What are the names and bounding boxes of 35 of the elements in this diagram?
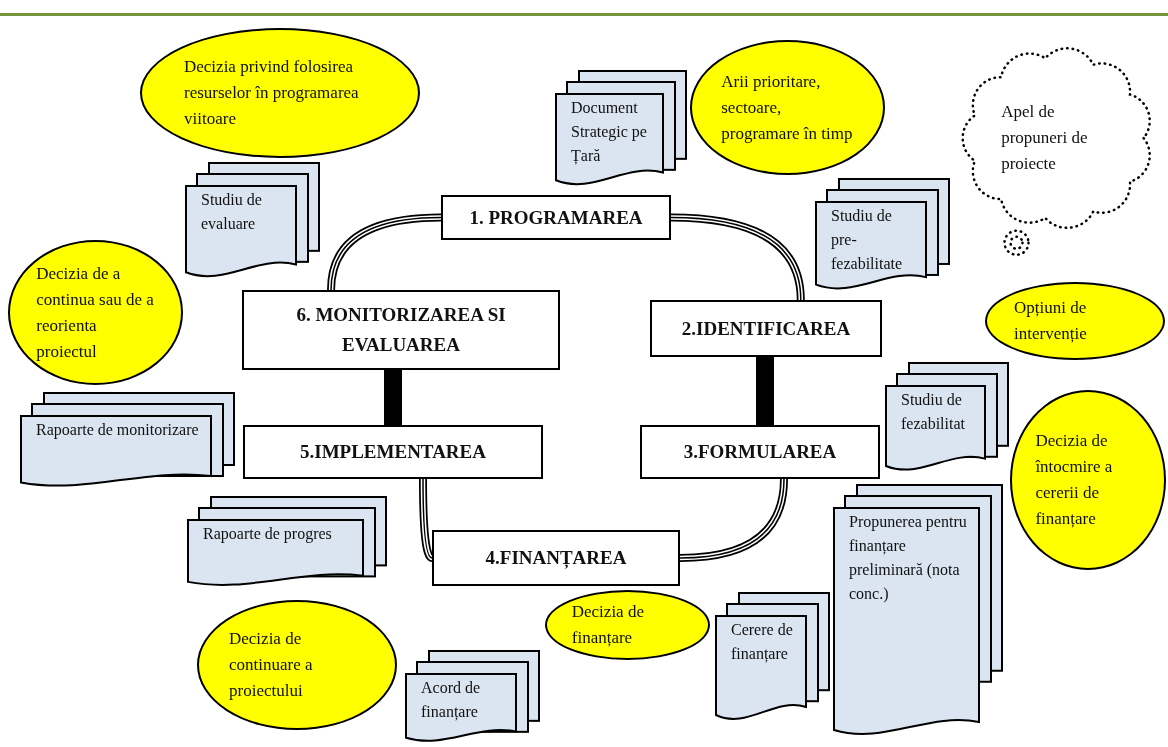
thick-connector (384, 370, 402, 425)
phase-box (432, 530, 680, 586)
phase-label: 3.FORMULAREA (682, 440, 838, 464)
triple-line-connector (419, 479, 435, 562)
note-text: Arii prioritare, sectoare, programare în timp (721, 70, 854, 145)
document-label: Rapoarte de monitorizare (36, 420, 200, 441)
note-text: Decizia de continuare a proiectului (229, 628, 314, 702)
phase-label: 5.IMPLEMENTAREA (299, 440, 487, 464)
phase-box (650, 300, 882, 357)
note-text: Decizia de a continua sau de a reorienta proiectul (36, 262, 155, 363)
note-text: Apel de propuneri de proiecte (1001, 101, 1089, 176)
phase-box (640, 425, 880, 479)
phase-box (242, 290, 560, 370)
phase-box (441, 195, 671, 240)
document-label: Studiu de fezabilitat (901, 390, 966, 434)
document-label: Acord de finanțare (421, 678, 482, 723)
document-label: Cerere de finanțare (731, 620, 794, 665)
note-text: Decizia de întocmire a cererii de finanțare (1035, 430, 1114, 530)
phase-label: 4.FINANȚAREA (484, 546, 628, 571)
thick-connector (756, 357, 774, 425)
note-text: Opțiuni de intervenție (1014, 297, 1088, 345)
document-label: Propunerea pentru finanțare preliminară (nota conc.) (849, 512, 968, 604)
note-text: Decizia de finanțare (571, 601, 645, 649)
phase-label: 2.IDENTIFICAREA (680, 316, 852, 341)
document-label: Rapoarte de progres (203, 524, 333, 545)
triple-line-connector (327, 213, 442, 291)
document-label: Document Strategic pe Țară (571, 98, 648, 167)
document-label: Studiu de evaluare (201, 190, 263, 234)
triple-line-connector (670, 213, 805, 301)
phase-label: 6. MONITORIZAREA SI EVALUAREA (295, 303, 507, 357)
phase-label: 1. PROGRAMAREA (468, 205, 644, 230)
phase-box (243, 425, 543, 479)
note-text: Decizia privind folosirea resurselor în programarea viitoare (184, 56, 360, 130)
document-label: Studiu de pre-fezabilitate (831, 206, 904, 274)
triple-line-connector (679, 478, 788, 562)
